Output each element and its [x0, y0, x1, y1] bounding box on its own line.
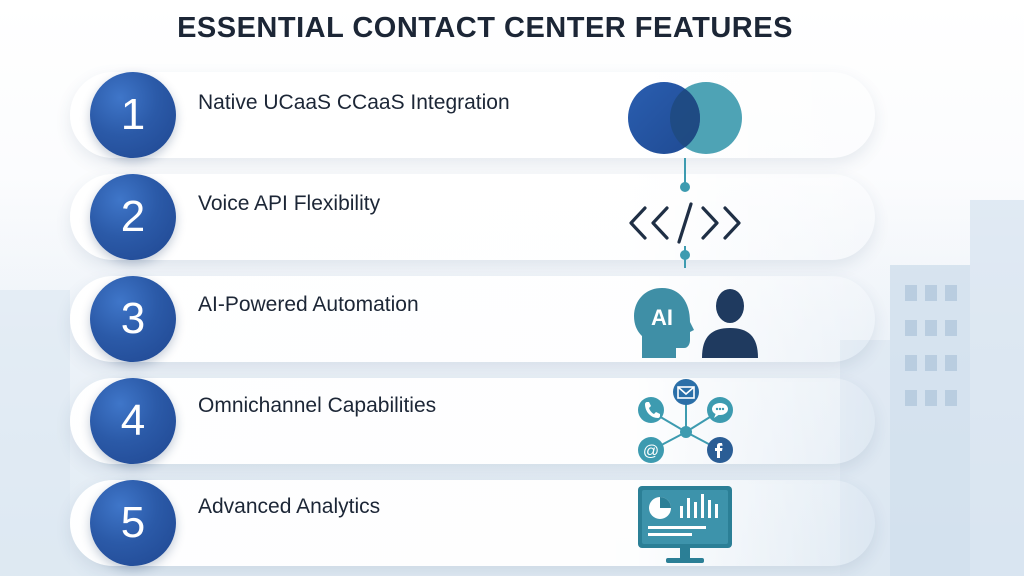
chat-icon: [707, 397, 733, 423]
connector-line: [684, 158, 686, 186]
page-title: ESSENTIAL CONTACT CENTER FEATURES: [177, 12, 793, 44]
feature-number-badge: 1: [90, 72, 176, 158]
ai-head-and-person-icon: AI: [634, 288, 758, 358]
at-sign-icon: @: [638, 437, 664, 463]
feature-label: Native UCaaS CCaaS Integration: [198, 91, 510, 114]
feature-number-badge: 4: [90, 378, 176, 464]
person-icon: [702, 289, 758, 358]
feature-card-5: [70, 480, 875, 566]
ai-text: AI: [651, 305, 673, 330]
code-brackets-icon: [629, 202, 741, 244]
svg-text:@: @: [643, 443, 659, 460]
feature-label: Omnichannel Capabilities: [198, 394, 437, 417]
feature-card-1: [70, 72, 875, 158]
connector-dot: [680, 250, 690, 260]
phone-icon: [638, 397, 664, 423]
email-icon: [673, 379, 699, 405]
feature-number-badge: 2: [90, 174, 176, 260]
facebook-icon: [707, 437, 733, 463]
connector-dot: [680, 182, 690, 192]
feature-label: Voice API Flexibility: [198, 192, 381, 215]
feature-number-badge: 3: [90, 276, 176, 362]
feature-number-badge: 5: [90, 480, 176, 566]
feature-label: AI-Powered Automation: [198, 293, 419, 316]
feature-label: Advanced Analytics: [198, 495, 381, 518]
channel-network-icon: @: [638, 379, 733, 463]
analytics-monitor-icon: [638, 486, 732, 563]
feature-card-2: [70, 174, 875, 260]
feature-card-4: [70, 378, 875, 464]
overlapping-circles-icon: [628, 82, 742, 154]
